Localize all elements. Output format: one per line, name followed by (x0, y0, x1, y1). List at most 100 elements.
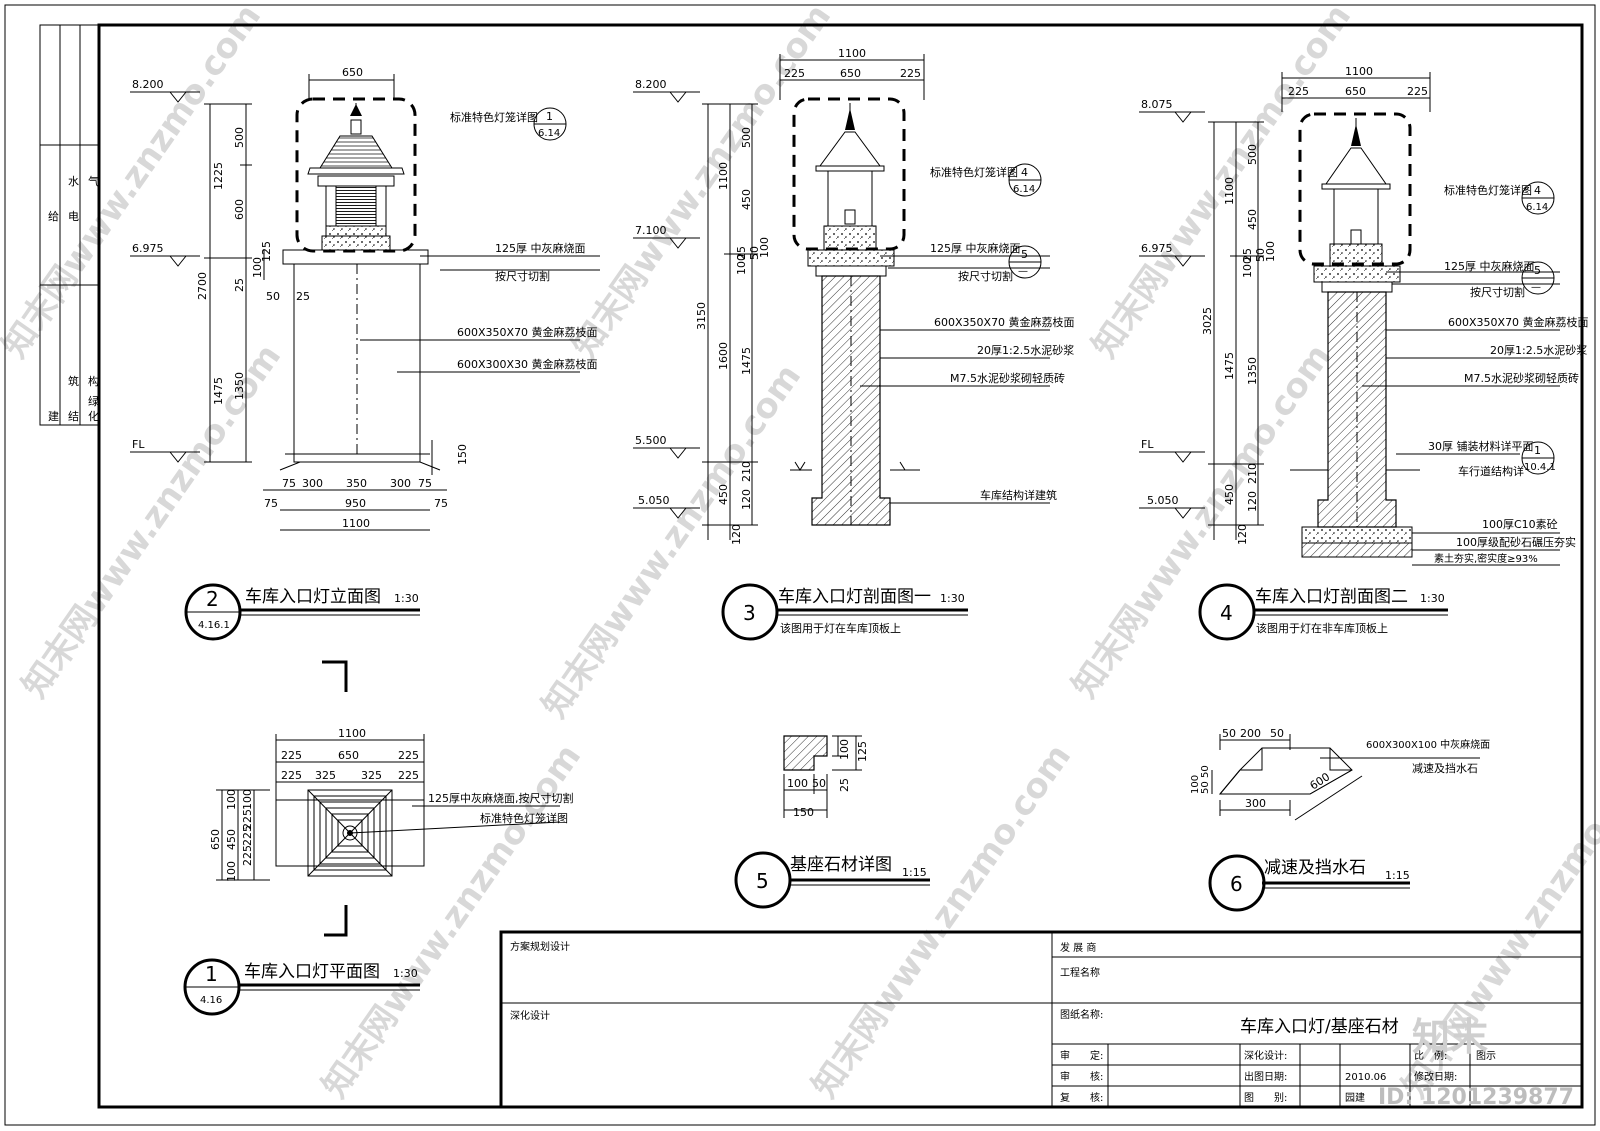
callout-text: 减速及挡水石 (1412, 761, 1478, 775)
callout-text: 20厚1:2.5水泥砂浆 (1490, 343, 1587, 357)
dim-label: 650 (338, 749, 359, 762)
ref-sheet: 6.14 (1013, 184, 1035, 195)
elevation-view: 8.200 6.975 FL 1225 500 600 2700 25 100 … (130, 66, 600, 641)
image-id: ID: 1201239877 (1378, 1085, 1574, 1110)
dim-label: 600 (233, 199, 246, 220)
ref-sheet: — (1018, 266, 1028, 277)
dim-label: 600 (1308, 770, 1333, 792)
view-title: 减速及挡水石 (1264, 858, 1366, 878)
callout-text: 125厚中灰麻烧面,按尺寸切割 (428, 791, 574, 805)
view-number-badge (1198, 583, 1256, 641)
scheme-design-label: 方案规划设计 (510, 940, 570, 953)
review-label: 审 定: (1060, 1049, 1103, 1062)
dim-label: 100 (241, 789, 254, 810)
revision-date-label: 修改日期: (1414, 1070, 1457, 1083)
dim-label: 25 (838, 778, 851, 792)
cap-stone (807, 249, 895, 267)
panel-label: 电 (68, 210, 79, 223)
callout-text: 100厚C10素砼 (1482, 518, 1558, 531)
dim-label: 100 (787, 777, 808, 790)
view-scale: 1:30 (1420, 592, 1445, 605)
recheck-label: 复 核: (1060, 1091, 1103, 1104)
dim-label: 1350 (233, 372, 246, 400)
scale-value: 图示 (1476, 1050, 1496, 1062)
panel-label: 气 (88, 174, 99, 188)
dim-label: 500 (740, 127, 753, 148)
ref-sheet: 6.14 (538, 128, 560, 139)
callout-text: 125厚 中灰麻烧面 (495, 241, 586, 255)
concrete-layer (1301, 526, 1413, 544)
view-scale: 1:15 (1385, 869, 1410, 882)
level-label: 7.100 (635, 224, 667, 237)
dim-label: 120 (1236, 524, 1249, 545)
view-number: 3 (743, 601, 756, 625)
dim-label: 225 (241, 809, 254, 830)
deep-designer-label: 深化设计: (1244, 1049, 1287, 1062)
watermark-text: 知末网www.znzmo.com (15, 337, 289, 705)
level-label: 6.975 (1141, 242, 1173, 255)
project-name-label: 工程名称 (1060, 966, 1100, 979)
view-title: 车库入口灯剖面图二 (1255, 587, 1408, 607)
dim-label: 1475 (1223, 352, 1236, 380)
callout-text: 600X350X70 黄金麻荔枝面 (934, 315, 1075, 329)
callout-text: 600X350X70 黄金麻荔枝面 (1448, 315, 1589, 329)
issue-date-label: 出图日期: (1244, 1070, 1287, 1083)
callout-text: 125厚 中灰麻烧面 (1444, 259, 1535, 273)
dim-label: 1475 (212, 377, 225, 405)
view-note: 该图用于灯在车库顶板上 (780, 621, 901, 635)
title-block: 方案规划设计 深化设计 发 展 商 工程名称 图纸名称: 车库入口灯/基座石材 … (499, 930, 1584, 1109)
callout-text: 600X350X70 黄金麻荔枝面 (457, 325, 598, 339)
callout-text: 100厚级配砂石碾压夯实 (1456, 535, 1576, 549)
ref-sheet: 6.14 (1526, 202, 1548, 213)
base-detail-view: 100 125 25 100 50 150 5 基座石材详图 1:15 (734, 735, 930, 909)
dim-label: 1100 (838, 47, 866, 60)
drawing-name-label: 图纸名称: (1060, 1008, 1103, 1021)
dim-label: 1600 (717, 342, 730, 370)
dim-label: 50 (266, 290, 280, 303)
dim-label: 1350 (1246, 357, 1259, 385)
dim-label: 225 (1407, 85, 1428, 98)
view-scale: 1:30 (393, 967, 418, 980)
callout-text: 标准特色灯笼详图 (930, 165, 1018, 179)
dim-label: 50 (1222, 727, 1236, 740)
ref-number: 5 (1021, 248, 1028, 261)
dim-label: 25 (296, 290, 310, 303)
brand-logo: 知末 (1412, 1015, 1488, 1059)
dim-label: 225 (281, 769, 302, 782)
dim-label: 210 (1246, 463, 1259, 484)
callout-text: M7.5水泥砂浆砌轻质砖 (950, 371, 1065, 385)
dim-label: 25 (735, 246, 748, 260)
dim-label: 120 (740, 489, 753, 510)
dim-label: 150 (793, 806, 814, 819)
panel-label: 构 (88, 374, 99, 388)
watermark-text: 知末网www.znzmo.com (535, 357, 809, 725)
dim-label: 300 (302, 477, 323, 490)
dim-label: 350 (346, 477, 367, 490)
panel-label: 绿 (88, 394, 99, 408)
view-scale: 1:30 (940, 592, 965, 605)
callout-text: 标准特色灯笼详图 (1444, 183, 1532, 197)
callout-text: 按尺寸切割 (495, 269, 550, 283)
dim-label: 100 (1241, 257, 1254, 278)
callout-text: 按尺寸切割 (958, 269, 1013, 283)
panel-label: 结 (68, 410, 79, 423)
dim-label: 50 (812, 777, 826, 790)
dim-label: 450 (1223, 484, 1236, 505)
level-label: 5.050 (1147, 494, 1179, 507)
dim-label: 650 (342, 66, 363, 79)
callout-text: 600X300X30 黄金麻荔枝面 (457, 357, 598, 371)
callout-text: 素土夯实,密实度≥93% (1434, 552, 1538, 565)
dim-label: 100 (1264, 241, 1277, 262)
dim-label: 325 (361, 769, 382, 782)
base-stone-profile (783, 735, 828, 771)
dim-label: 100 (1190, 775, 1201, 794)
plan-view: 1100 225 650 225 225 325 325 225 650 100… (183, 660, 574, 1016)
level-label: FL (1141, 438, 1154, 451)
dim-label: 100 (225, 861, 238, 882)
cap-stone (1313, 265, 1401, 283)
dim-label: 100 (838, 739, 851, 760)
dim-label: 120 (730, 524, 743, 545)
dim-label: 1100 (717, 162, 730, 190)
ref-number: 4 (1534, 184, 1541, 197)
dim-label: 225 (398, 749, 419, 762)
